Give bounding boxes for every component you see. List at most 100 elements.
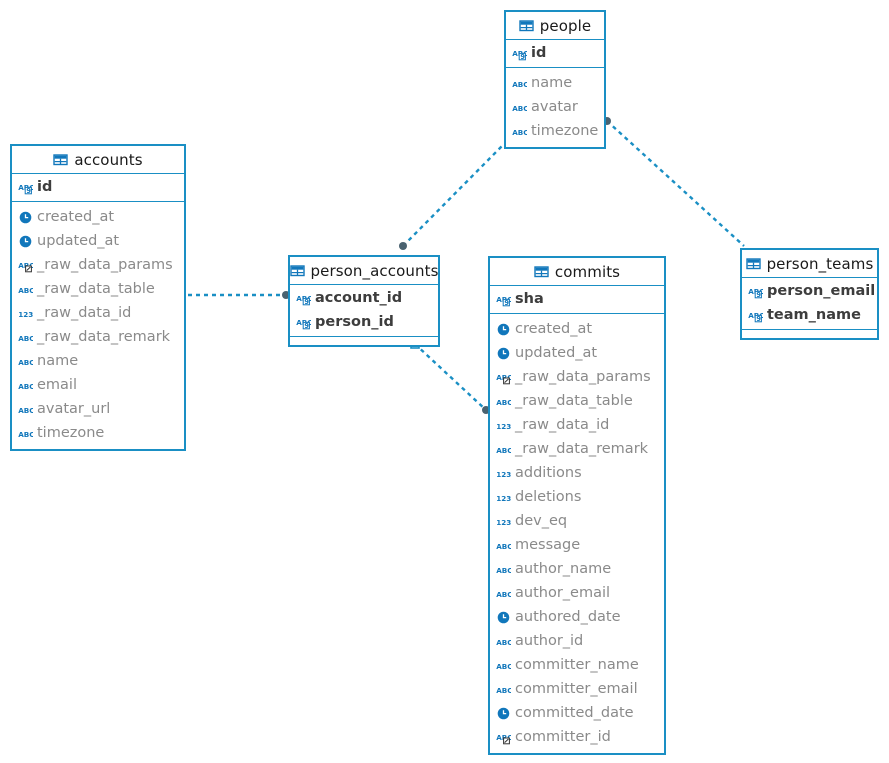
primary-key-row[interactable]: ABC9sha (490, 287, 664, 311)
relationship-accounts-person_accounts[interactable] (188, 291, 290, 299)
abc-icon: ABC (496, 682, 511, 697)
svg-text:ABC: ABC (18, 334, 33, 343)
primary-key-row[interactable]: ABC9person_id (290, 310, 438, 334)
entity-header[interactable]: accounts (12, 146, 184, 174)
column-label: _raw_data_table (515, 393, 633, 409)
column-row[interactable]: ABC author_email (490, 581, 664, 605)
column-label: message (515, 537, 581, 553)
primary-key-row[interactable]: ABC9id (12, 175, 184, 199)
svg-text:ABC: ABC (18, 382, 33, 391)
relationship-person_accounts-commits[interactable] (410, 339, 490, 414)
table-icon (534, 264, 549, 279)
abc-key-icon: ABC9 (748, 284, 763, 299)
primary-key-section: ABC9 person_emailABC9team_name (742, 278, 877, 330)
primary-key-label: account_id (315, 290, 403, 306)
abc-key-icon: ABC9 (748, 308, 763, 323)
column-section (290, 337, 438, 345)
entity-name: commits (554, 262, 621, 281)
column-row[interactable]: ABC_raw_data_params (490, 365, 664, 389)
column-row[interactable]: committed_date (490, 701, 664, 725)
relationship-people-person_teams[interactable] (603, 117, 745, 247)
column-label: name (531, 75, 573, 91)
entity-table-commits[interactable]: commitsABC9shacreated_atupdated_atABC_ra… (488, 256, 666, 755)
clock-icon (496, 346, 511, 361)
entity-table-person_accounts[interactable]: person_accountsABC9account_idABC9person_… (288, 255, 440, 347)
abc-icon: ABC (18, 402, 33, 417)
primary-key-section: ABC9account_idABC9person_id (290, 285, 438, 337)
column-label: committer_id (515, 729, 611, 745)
column-row[interactable]: created_at (490, 317, 664, 341)
column-row[interactable]: ABC_raw_data_params (12, 253, 184, 277)
svg-text:123: 123 (496, 470, 511, 479)
primary-key-row[interactable]: ABC9account_id (290, 286, 438, 310)
primary-key-label: person_email (767, 283, 876, 299)
primary-key-section: ABC9sha (490, 286, 664, 314)
entity-table-accounts[interactable]: accountsABC9idcreated_atupdated_atABC_ra… (10, 144, 186, 451)
column-row[interactable]: ABC _raw_data_table (490, 389, 664, 413)
column-label: _raw_data_remark (37, 329, 171, 345)
column-row[interactable]: ABC name (506, 71, 604, 95)
svg-text:9: 9 (756, 315, 761, 323)
column-label: authored_date (515, 609, 621, 625)
column-label: committed_date (515, 705, 634, 721)
primary-key-row[interactable]: ABC9 person_email (742, 279, 877, 303)
relationship-person_accounts-people[interactable] (399, 143, 505, 250)
svg-text:9: 9 (304, 322, 309, 330)
entity-header[interactable]: person_teams (742, 250, 877, 278)
column-row[interactable]: 123 _raw_data_id (12, 301, 184, 325)
abc-icon: ABC (496, 442, 511, 457)
column-label: _raw_data_id (37, 305, 132, 321)
column-row[interactable]: ABC committer_id (490, 725, 664, 749)
clock-icon (18, 234, 33, 249)
column-row[interactable]: ABC _raw_data_remark (12, 325, 184, 349)
entity-header[interactable]: person_accounts (289, 257, 439, 285)
primary-key-row[interactable]: ABC9id (506, 41, 604, 65)
abc-index-icon: ABC (496, 730, 511, 745)
svg-text:9: 9 (504, 299, 509, 307)
column-label: avatar (531, 99, 578, 115)
entity-header[interactable]: people (506, 12, 604, 40)
entity-name: person_accounts (310, 261, 439, 280)
abc-icon: ABC (496, 394, 511, 409)
column-row[interactable]: updated_at (490, 341, 664, 365)
abc-icon: ABC (18, 282, 33, 297)
entity-header[interactable]: commits (490, 258, 664, 286)
column-row[interactable]: ABC_raw_data_remark (490, 437, 664, 461)
abc-index-icon: ABC (496, 370, 511, 385)
column-row[interactable]: authored_date (490, 605, 664, 629)
svg-text:9: 9 (520, 53, 525, 61)
column-label: created_at (37, 209, 115, 225)
column-label: timezone (37, 425, 105, 441)
column-row[interactable]: ABC_raw_data_table (12, 277, 184, 301)
svg-text:123: 123 (18, 310, 33, 319)
column-row[interactable]: 123_raw_data_id (490, 413, 664, 437)
column-row[interactable]: created_at (12, 205, 184, 229)
column-label: author_email (515, 585, 611, 601)
entity-table-person_teams[interactable]: person_teamsABC9 person_emailABC9team_nam… (740, 248, 879, 340)
column-label: name (37, 353, 79, 369)
abc-icon: ABC (512, 76, 527, 91)
column-label: dev_eq (515, 513, 568, 529)
column-label: updated_at (515, 345, 598, 361)
column-row[interactable]: updated_at (12, 229, 184, 253)
abc-icon: ABC (496, 586, 511, 601)
primary-key-label: sha (515, 291, 544, 307)
primary-key-row[interactable]: ABC9team_name (742, 303, 877, 327)
